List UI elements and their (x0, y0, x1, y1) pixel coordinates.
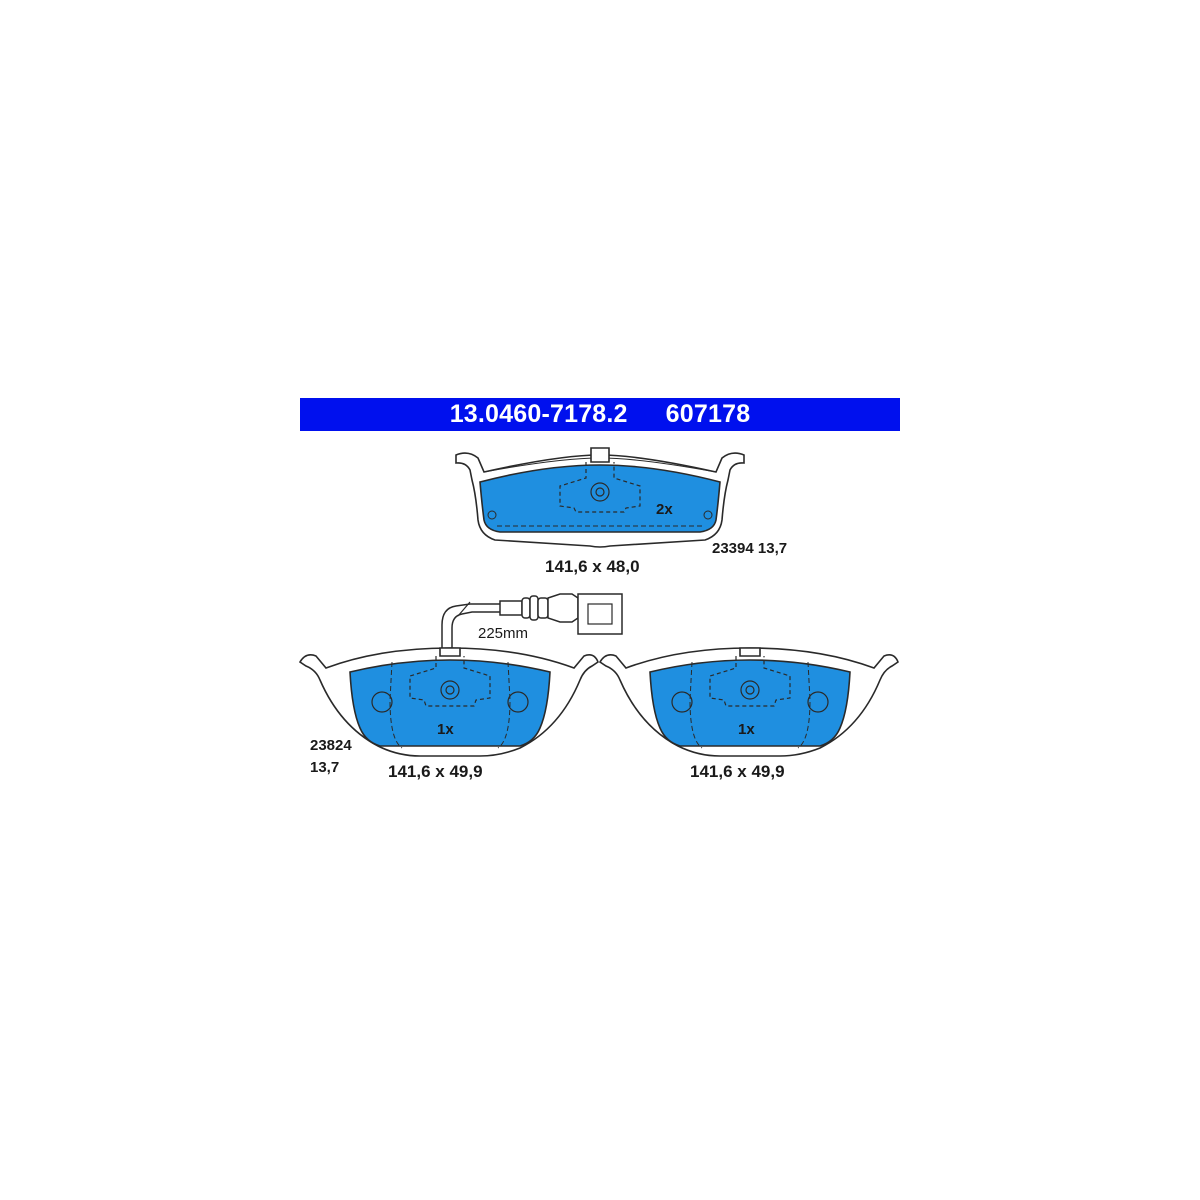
wear-sensor (441, 593, 623, 648)
bottom-left-pad-dimensions: 141,6 x 49,9 (388, 762, 483, 781)
bottom-left-brake-pad (298, 647, 599, 757)
part-number: 13.0460-7178.2 (449, 400, 628, 428)
top-pad-dimensions: 141,6 x 48,0 (545, 557, 640, 576)
bottom-left-pad-thickness: 13,7 (310, 759, 339, 776)
bottom-right-brake-pad (598, 647, 899, 757)
bottom-left-pad-friction (349, 659, 551, 747)
reference-number: 607178 (665, 400, 751, 428)
bottom-left-pad-code: 23824 (310, 737, 352, 754)
bottom-right-pad-friction (649, 659, 851, 747)
top-pad-quantity: 2x (656, 501, 673, 518)
bottom-right-pad-quantity: 1x (738, 721, 755, 738)
bottom-right-pad-dimensions: 141,6 x 49,9 (690, 762, 785, 781)
part-number-header: 13.0460-7178.2 607178 (300, 398, 900, 431)
top-pad-friction (479, 464, 721, 533)
bottom-left-pad-quantity: 1x (437, 721, 454, 738)
sensor-length-label: 225mm (478, 625, 528, 642)
top-pad-code: 23394 13,7 (712, 540, 787, 557)
top-brake-pad (455, 447, 745, 548)
